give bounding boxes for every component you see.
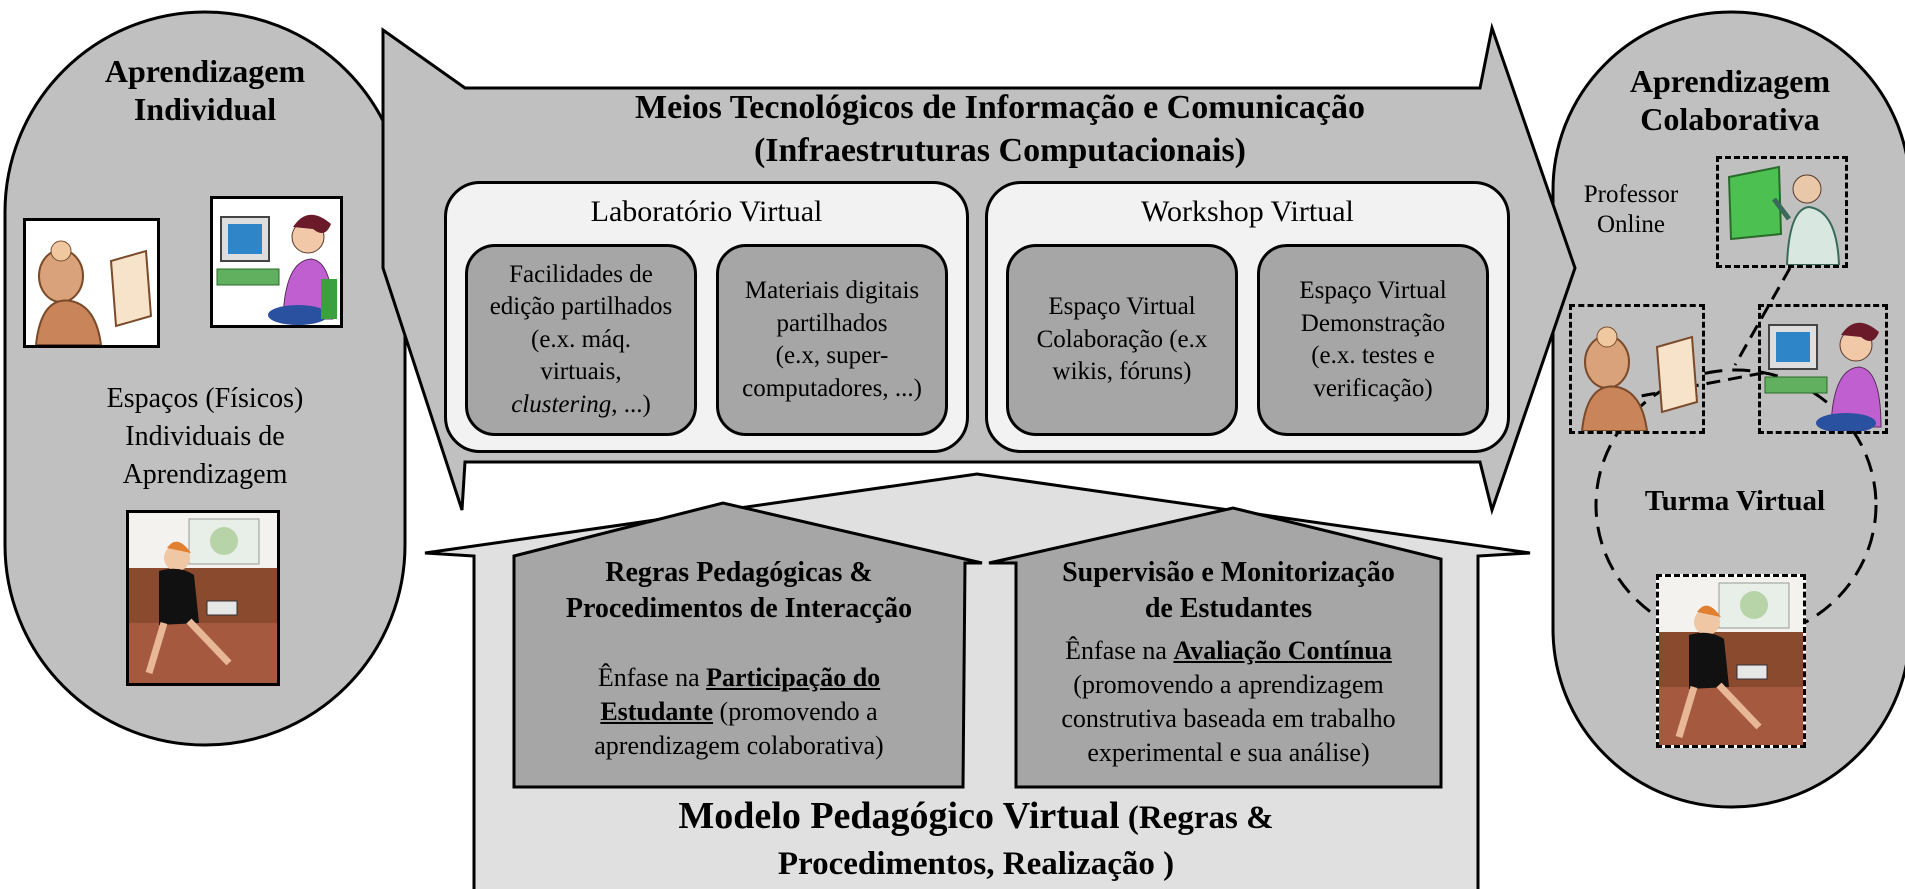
virtual-workshop-title: Workshop Virtual: [1141, 195, 1354, 228]
supervision-text: Ênfase na Avaliação Contínua (promovendo…: [1061, 636, 1396, 767]
demonstration-space-box: Espaço Virtual Demonstração (e.x. testes…: [1257, 244, 1489, 436]
woman-laptop-picture: [126, 510, 280, 686]
virtual-class-label: Turma Virtual: [1644, 485, 1826, 517]
tech-means-title: Meios Tecnológicos de Informação e Comun…: [635, 89, 1365, 169]
virtual-lab-title: Laboratório Virtual: [590, 195, 823, 228]
professor-picture: [1716, 156, 1848, 268]
rules-box-shape: [512, 501, 983, 789]
shared-editing-box: Facilidades de edição partilhados (e.x. …: [465, 244, 697, 436]
individual-learning-panel: [3, 10, 407, 747]
supervision-box-shape: [988, 506, 1443, 789]
male-student-picture: [23, 218, 160, 348]
pedagogical-rules-text: Ênfase na Participação do Estudante (pro…: [594, 663, 884, 760]
female-student-picture: [210, 196, 343, 328]
virtual-pedagogical-model-title: Modelo Pedagógico Virtual (Regras & Proc…: [678, 795, 1274, 882]
virtual-class-circle: [1594, 368, 1878, 642]
collab-female-student-picture: [1758, 304, 1888, 434]
professor-link-line: [1733, 267, 1792, 366]
collaboration-space-box: Espaço Virtual Colaboração (e.x wikis, f…: [1006, 244, 1238, 436]
pedagogical-rules-title: Regras Pedagógicas &Procedimentos de Int…: [565, 557, 913, 624]
shared-materials-box: Materiais digitais partilhados (e.x, sup…: [716, 244, 948, 436]
collab-male-student-picture: [1569, 304, 1705, 434]
collab-woman-laptop-picture: [1656, 574, 1806, 748]
